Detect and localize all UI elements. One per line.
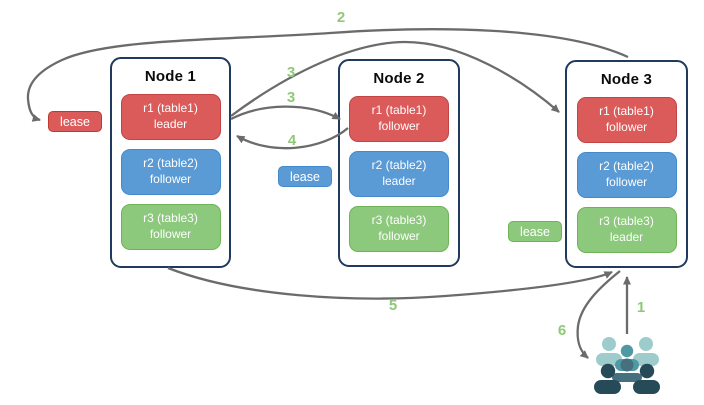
replica-name: r3 (table3) bbox=[143, 211, 198, 226]
node-2-title: Node 2 bbox=[373, 70, 425, 87]
node-3-title: Node 3 bbox=[600, 71, 653, 88]
step-label-2: 2 bbox=[337, 9, 345, 26]
arrow-step6-node3-to-users bbox=[576, 270, 621, 359]
step-label-6: 6 bbox=[558, 322, 566, 339]
replica-name: r1 (table1) bbox=[599, 104, 654, 119]
node-1: Node 1 r1 (table1) leader r2 (table2) fo… bbox=[110, 57, 231, 268]
replica-name: r2 (table2) bbox=[143, 156, 198, 171]
replica-r1-node3: r1 (table1) follower bbox=[576, 97, 677, 143]
replica-name: r1 (table1) bbox=[371, 103, 427, 118]
replica-r1-node2: r1 (table1) follower bbox=[349, 96, 449, 142]
replica-name: r3 (table3) bbox=[599, 214, 654, 229]
replica-name: r1 (table1) bbox=[143, 101, 198, 116]
replica-role: follower bbox=[149, 172, 192, 186]
person-icon bbox=[633, 363, 660, 394]
replica-r3-node2: r3 (table3) follower bbox=[349, 206, 449, 252]
person-icon bbox=[615, 344, 639, 371]
users-back-row bbox=[596, 337, 659, 371]
replica-role: follower bbox=[378, 229, 420, 243]
arrow-step4-node2-to-leader bbox=[236, 127, 349, 150]
lease-badge-r3: lease bbox=[508, 221, 562, 242]
replica-role: leader bbox=[609, 230, 644, 244]
replica-r2-node1: r2 (table2) follower bbox=[120, 149, 221, 195]
replica-name: r2 (table2) bbox=[371, 158, 427, 173]
node-2: Node 2 r1 (table1) follower r2 (table2) … bbox=[338, 59, 460, 267]
replica-role: leader bbox=[382, 174, 416, 188]
arrow-step5-node1-to-node3 bbox=[167, 266, 613, 300]
node-3: Node 3 r1 (table1) follower r2 (table2) … bbox=[565, 60, 688, 268]
node-1-title: Node 1 bbox=[144, 68, 197, 85]
person-icon bbox=[612, 358, 642, 382]
replica-name: r3 (table3) bbox=[371, 213, 427, 228]
step-label-3b: 3 bbox=[287, 89, 295, 106]
replica-role: follower bbox=[605, 175, 648, 189]
step-label-5: 5 bbox=[389, 297, 397, 314]
replica-role: leader bbox=[153, 117, 188, 131]
replica-r3-node3: r3 (table3) leader bbox=[576, 207, 677, 253]
users-front-row bbox=[594, 358, 660, 394]
lease-badge-r1: lease bbox=[48, 111, 102, 132]
person-icon bbox=[596, 337, 622, 366]
replica-r1-node1: r1 (table1) leader bbox=[120, 94, 221, 140]
arrow-step3-leader-to-node2 bbox=[230, 105, 341, 121]
step-label-1: 1 bbox=[637, 299, 645, 316]
replica-r2-node3: r2 (table2) follower bbox=[576, 152, 677, 198]
replica-r2-node2: r2 (table2) leader bbox=[349, 151, 449, 197]
replica-role: follower bbox=[605, 120, 648, 134]
lease-badge-r2: lease bbox=[278, 166, 332, 187]
person-icon bbox=[594, 363, 621, 394]
replica-role: follower bbox=[378, 119, 420, 133]
replica-role: follower bbox=[149, 227, 192, 241]
step-label-3a: 3 bbox=[287, 64, 295, 81]
replica-name: r2 (table2) bbox=[599, 159, 654, 174]
replica-r3-node1: r3 (table3) follower bbox=[120, 204, 221, 250]
step-label-4: 4 bbox=[288, 132, 297, 149]
person-icon bbox=[633, 337, 659, 366]
